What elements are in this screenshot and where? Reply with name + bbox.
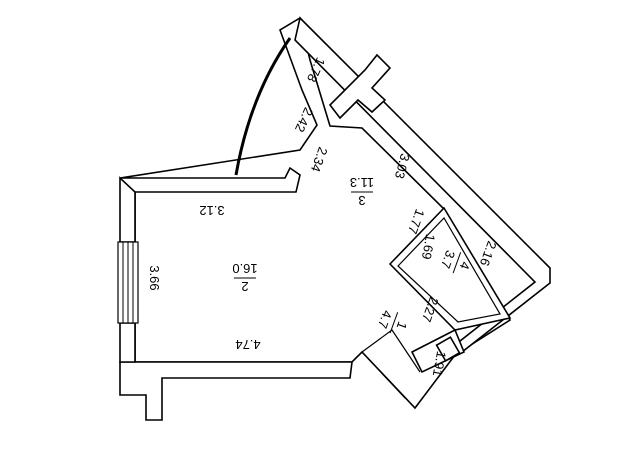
room-1-label: 1 4.7 <box>375 308 411 334</box>
room-3-area: 11.3 <box>350 175 374 190</box>
dim-room2-left: 3.66 <box>147 265 162 290</box>
room-2-area: 16.0 <box>232 261 257 276</box>
room4-walls <box>388 206 512 331</box>
room-4-area: 3.7 <box>438 248 458 270</box>
dim-room3-right: 3.03 <box>392 152 413 180</box>
dim-room4-left: 1.69 <box>419 233 438 261</box>
left-wall-bottom <box>119 322 136 363</box>
room-3-label: 3 11.3 <box>350 175 374 208</box>
window-left <box>117 241 139 324</box>
outer-wall <box>119 16 512 410</box>
room-4-label: 4 3.7 <box>438 248 474 274</box>
dim-room2-top: 3.12 <box>199 203 224 218</box>
door-stub <box>435 336 461 362</box>
hall-line-2 <box>361 329 421 373</box>
room-4-number: 4 <box>457 260 474 272</box>
room4-inner <box>397 217 501 323</box>
room-2-number: 2 <box>241 279 248 294</box>
partition-cross <box>328 53 392 120</box>
room-1-area: 4.7 <box>375 308 395 330</box>
room-2-label: 2 16.0 <box>232 261 257 294</box>
room-1-number: 1 <box>394 320 411 332</box>
lower-left-wall <box>119 361 353 421</box>
left-wall-top <box>119 176 136 243</box>
room-3-number: 3 <box>358 193 365 208</box>
balcony-arc <box>234 37 292 176</box>
dim-room4-right: 2.16 <box>477 239 500 268</box>
dim-room2-bottom: 4.74 <box>235 337 260 352</box>
dim-room1-bottom: 1.91 <box>430 350 449 378</box>
